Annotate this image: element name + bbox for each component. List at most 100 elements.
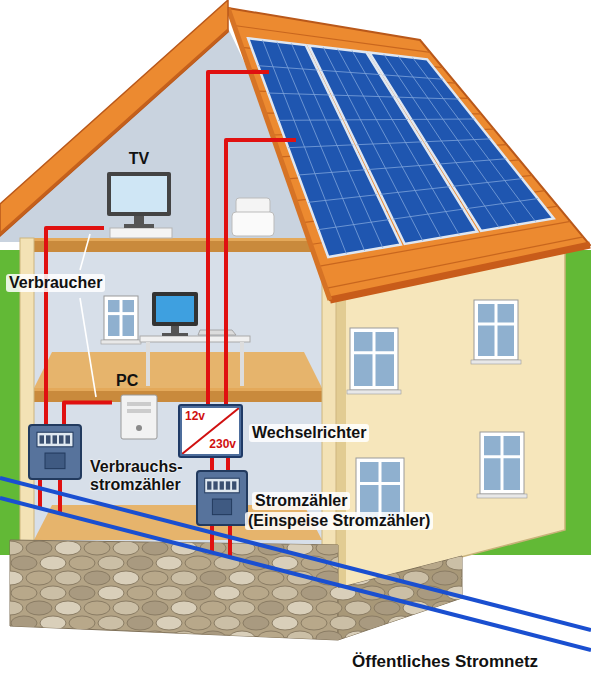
window-pane xyxy=(108,300,134,336)
window-sill xyxy=(471,360,521,364)
foundation-stone xyxy=(200,571,226,585)
foundation-stone xyxy=(185,586,211,600)
foundation-stone xyxy=(301,616,327,630)
solar-cell-line xyxy=(411,118,474,119)
foundation-stone xyxy=(243,586,269,600)
device-label: TV xyxy=(104,150,174,168)
roof-eave xyxy=(330,245,590,300)
meter-digit xyxy=(207,481,211,489)
solar-cell-line xyxy=(369,164,436,169)
device-label: PC xyxy=(116,372,138,390)
solar-cell-line xyxy=(467,199,538,209)
tv-icon xyxy=(106,172,172,234)
foundation-stone xyxy=(272,586,298,600)
tv-base xyxy=(124,224,154,228)
solar-panel xyxy=(369,53,553,231)
meter-digit xyxy=(40,435,45,443)
monitor-stand xyxy=(171,326,179,334)
foundation-stone xyxy=(185,616,211,630)
armchair-seat xyxy=(232,212,274,236)
foundation-stone xyxy=(229,631,255,645)
window-pane xyxy=(478,304,514,356)
foundation-stone xyxy=(113,541,139,555)
foundation-stone xyxy=(142,571,168,585)
solar-cell-line xyxy=(268,93,329,95)
foundation-stone xyxy=(84,631,110,645)
monitor-frame xyxy=(152,292,198,326)
desk-leg xyxy=(146,342,150,386)
foundation-stone xyxy=(113,571,139,585)
component-label: Wechselrichter xyxy=(249,424,369,442)
meter-display xyxy=(205,478,240,493)
foundation-stone xyxy=(127,586,153,600)
foundation-stone xyxy=(11,586,37,600)
solar-cell-line xyxy=(439,159,506,164)
meter-digit xyxy=(226,481,230,489)
foundation-stone xyxy=(345,631,371,645)
grid-label: Öffentliches Stromnetz xyxy=(352,652,538,672)
foundation-stone xyxy=(461,631,487,645)
gable-roof-edge xyxy=(0,30,228,234)
consumer-label: Verbraucher xyxy=(6,274,105,292)
foundation-stone xyxy=(84,541,110,555)
meter-display xyxy=(37,432,73,447)
foundation-stone xyxy=(301,586,327,600)
solar-cell-line xyxy=(308,195,377,203)
foundation-stone xyxy=(475,556,501,570)
foundation-stone xyxy=(98,586,124,600)
window-bar xyxy=(495,304,498,356)
desk-top xyxy=(140,336,250,342)
foundation-stones xyxy=(0,541,501,645)
foundation-stone xyxy=(374,601,400,615)
window-pane xyxy=(484,436,520,490)
window-frame xyxy=(480,432,524,494)
meter-digit xyxy=(220,481,224,489)
foundation-stone xyxy=(374,631,400,645)
solar-cell-line xyxy=(318,220,389,230)
solar-cell-line xyxy=(398,56,517,225)
window-pane xyxy=(354,332,394,386)
meter-digit xyxy=(53,435,58,443)
foundation-stone xyxy=(69,616,95,630)
meter-digit xyxy=(66,435,71,443)
window-bar xyxy=(484,455,520,458)
pc-drive xyxy=(127,409,151,413)
gable-roof xyxy=(0,0,228,236)
foundation-stone xyxy=(258,571,284,585)
foundation-stone xyxy=(98,556,124,570)
meter-face xyxy=(30,426,80,478)
foundation-stone xyxy=(55,631,81,645)
grid-wire xyxy=(210,526,214,553)
solar-panels xyxy=(248,38,554,257)
tv-screen xyxy=(111,176,167,212)
window-frame xyxy=(104,296,138,340)
meter-plate xyxy=(45,453,65,469)
room-floor xyxy=(34,352,322,388)
foundation-stone xyxy=(0,571,23,585)
window-bar xyxy=(354,351,394,354)
window-sill xyxy=(477,494,527,498)
foundation-stone xyxy=(243,616,269,630)
inverter-divider xyxy=(182,408,239,454)
foundation-stone xyxy=(432,571,458,585)
foundation-stone xyxy=(214,616,240,630)
grid-wire xyxy=(228,526,232,557)
foundation-stone xyxy=(185,556,211,570)
foundation-stone xyxy=(388,556,414,570)
meter-label: (Einspeise Stromzähler) xyxy=(245,512,433,530)
foundation-stone xyxy=(0,541,23,555)
foundation-stone xyxy=(142,601,168,615)
foundation-stone xyxy=(446,556,472,570)
foundation-stone xyxy=(156,616,182,630)
monitor-base xyxy=(162,333,188,336)
meter-digit xyxy=(232,481,236,489)
foundation-stone xyxy=(432,541,458,555)
solar-cell-line xyxy=(321,70,381,74)
foundation-stone xyxy=(214,586,240,600)
leader-line xyxy=(80,298,96,397)
inverter-wire xyxy=(226,458,230,470)
foundation-stone xyxy=(330,616,356,630)
foundation-stone xyxy=(417,556,443,570)
foundation-stone xyxy=(171,571,197,585)
